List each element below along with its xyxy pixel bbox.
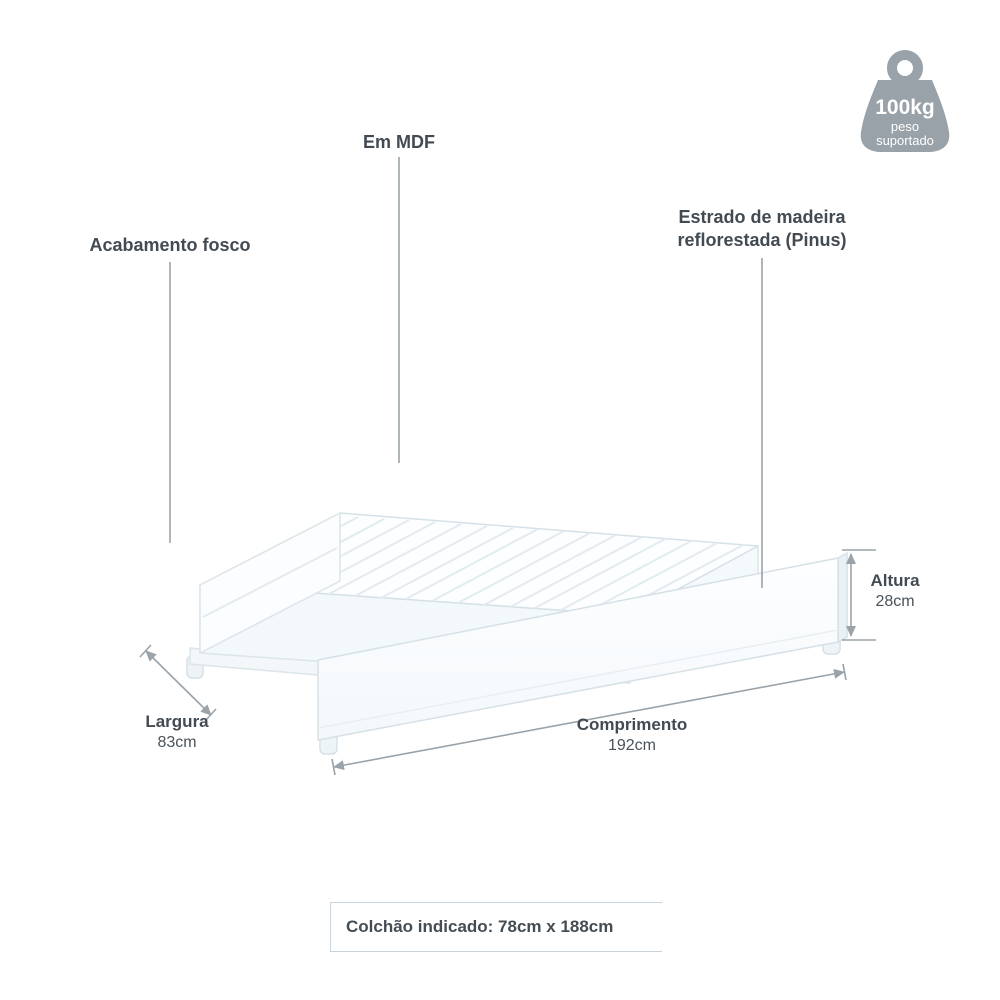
height-measure	[842, 549, 876, 641]
slats-label-line1: Estrado de madeira	[678, 207, 846, 227]
length-value: 192cm	[607, 737, 657, 754]
weight-value: 100kg	[875, 96, 935, 119]
footnote-text: Colchão indicado: 78cm x 188cm	[346, 917, 614, 936]
weight-badge: 100kg peso suportado	[860, 50, 950, 152]
weight-icon-handle	[887, 50, 923, 86]
weight-icon	[860, 80, 950, 152]
width-label: Largura	[145, 712, 209, 731]
weight-caption-line2: suportado	[876, 133, 934, 148]
width-value: 83cm	[157, 734, 197, 751]
height-value: 28cm	[875, 593, 915, 610]
width-measure	[139, 644, 217, 722]
finish-label: Acabamento fosco	[89, 235, 251, 255]
material-label: Em MDF	[363, 132, 435, 152]
mattress-seam	[202, 547, 338, 618]
slats-label: Estrado de madeira reflorestada (Pinus)	[642, 206, 882, 252]
height-label: Altura	[870, 571, 920, 590]
frame-end-face	[837, 551, 848, 644]
weight-caption-line1: peso	[891, 119, 919, 134]
footnote-box: Colchão indicado: 78cm x 188cm	[330, 902, 662, 952]
height-label-group: Altura 28cm	[857, 570, 933, 612]
length-label-group: Comprimento 192cm	[532, 714, 732, 756]
width-label-group: Largura 83cm	[127, 711, 227, 753]
length-measure	[331, 663, 847, 776]
slats-label-line2: reflorestada (Pinus)	[677, 230, 847, 250]
bed-illustration	[186, 512, 848, 755]
length-label: Comprimento	[576, 715, 688, 734]
